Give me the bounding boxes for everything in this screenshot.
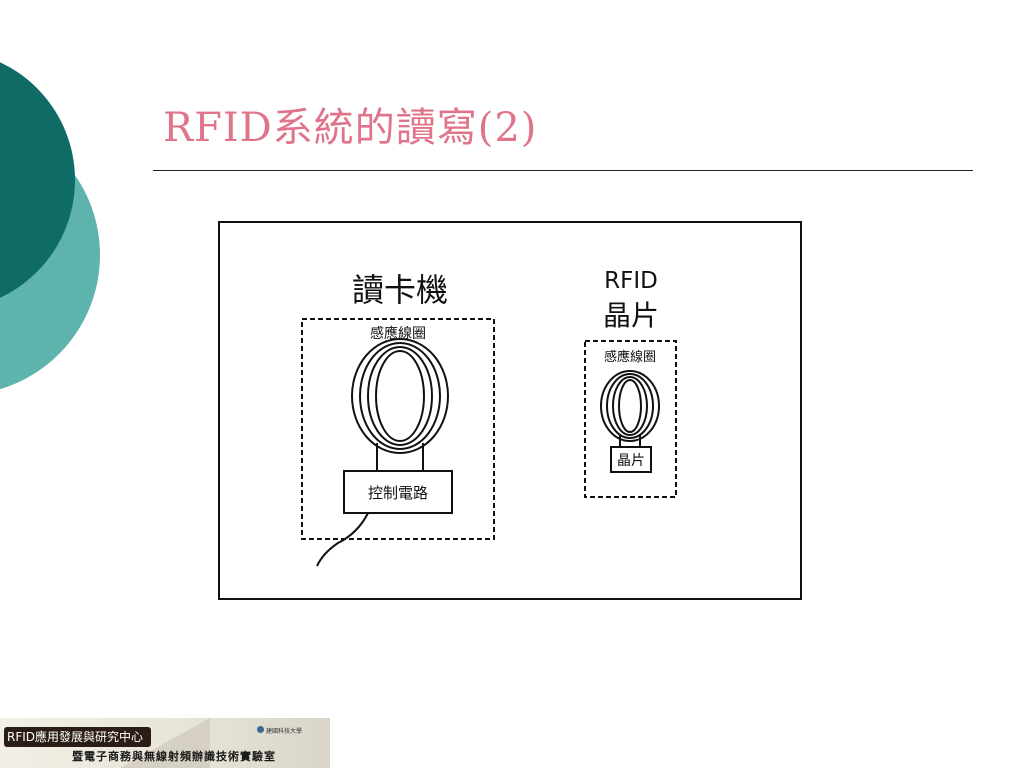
footer-banner: RFID應用發展與研究中心 建國科技大學 暨電子商務與無線射頻辦識技術實驗室 [0,718,330,768]
reader-coil-label: 感應線圈 [370,325,426,342]
control-circuit-box [343,470,453,514]
decorative-circles [0,62,100,390]
university-emblem-icon [257,726,264,733]
dark-teal-circle [0,62,75,298]
reader-dashed-box [301,318,495,540]
diagram-frame [218,221,802,600]
tag-chip-label: 晶片 [617,453,645,469]
rfid-diagram: 讀卡機 感應線圈 控制電路 RFID 晶片 感應線圈 晶片 [218,221,802,600]
reader-cable [316,512,369,567]
university-label: 建國科技大學 [266,728,303,735]
tag-heading-line2: 晶片 [603,299,659,332]
research-center-label: RFID應用發展與研究中心 [4,727,152,747]
lab-label: 暨電子商務與無線射頻辦識技術實驗室 [72,750,276,763]
tag-heading-line1: RFID [604,268,658,294]
tag-dashed-box [584,340,677,498]
reader-heading: 讀卡機 [352,271,448,309]
tag-coil-icon [600,370,660,442]
tag-coil-label: 感應線圈 [604,349,656,365]
slide-title: RFID系統的讀寫(2) [163,105,538,151]
title-divider [153,170,973,171]
reader-coil-icon [351,338,449,454]
control-circuit-label: 控制電路 [368,484,428,502]
tag-chip-box [610,446,652,473]
